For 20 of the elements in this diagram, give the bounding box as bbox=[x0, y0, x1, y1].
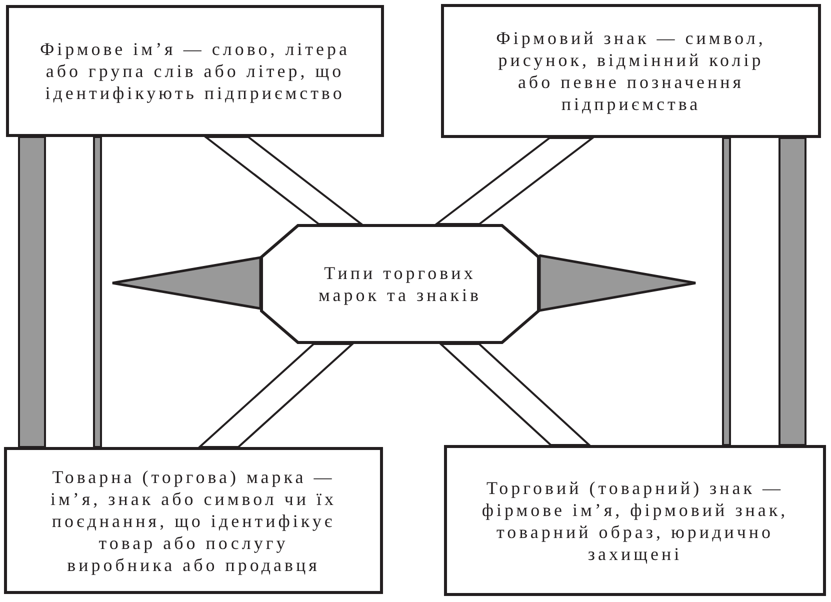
definition-box bbox=[6, 5, 384, 137]
definition-text: Товарна (торгова) марка — ім’я, знак або символ чи їх поєднання, що ідентифікує товар або послугу виробника або продавця bbox=[49, 466, 338, 576]
central-title: Типи торгових марок та знаків bbox=[317, 262, 483, 306]
definition-box bbox=[441, 4, 821, 138]
spike-triangle bbox=[538, 254, 697, 312]
definition-box bbox=[444, 445, 826, 596]
connector-bar bbox=[778, 137, 806, 446]
spike-triangle bbox=[111, 256, 262, 310]
connector-band bbox=[202, 136, 364, 225]
definition-text: Торговий (товарний) знак — фірмове ім’я, фірмовий знак, товарний образ, юридично захищені bbox=[480, 476, 790, 564]
connector-band bbox=[197, 343, 355, 448]
definition-box bbox=[4, 447, 383, 594]
connector-bar bbox=[18, 136, 46, 448]
octagon-shape bbox=[260, 224, 540, 344]
connector-band bbox=[438, 343, 592, 446]
definition-text: Фірмовий знак — символ, рисунок, відмінний колір або певне позначення підприємства bbox=[495, 27, 767, 115]
connector-bar bbox=[722, 137, 731, 446]
connector-band bbox=[434, 137, 596, 225]
connector-bar bbox=[93, 136, 102, 448]
definition-text: Фірмове ім’я — слово, літера або група слів або літер, що ідентифікують підприємство bbox=[38, 38, 352, 104]
